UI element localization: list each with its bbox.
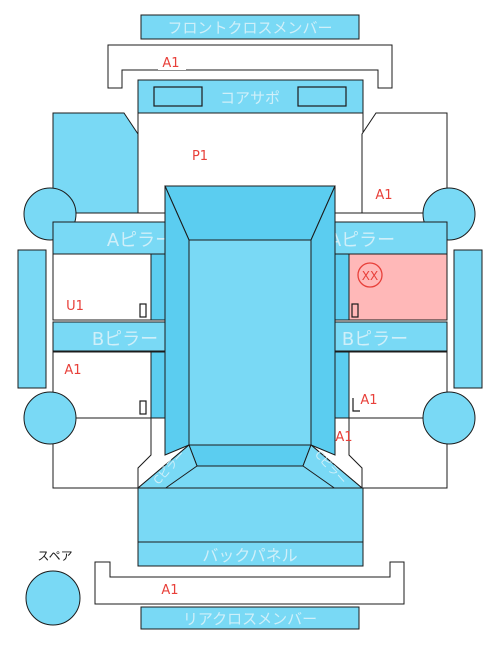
right-b-pillar-label: Bピラー [342, 329, 408, 350]
back-panel[interactable] [137, 541, 364, 567]
left-front-door-handle [139, 303, 147, 318]
right-front-door-handle [351, 303, 359, 318]
trunk-floor[interactable] [137, 487, 364, 543]
left-side-sill[interactable] [17, 249, 47, 389]
rear-member-bracket[interactable] [94, 561, 405, 605]
core-support-left-slot [153, 86, 203, 107]
rear-cross-member-panel[interactable] [140, 606, 360, 630]
left-rear-wheel[interactable] [23, 391, 77, 445]
right-rear-door-code: A1 [360, 393, 377, 408]
spare-tire[interactable] [25, 570, 81, 626]
windshield[interactable] [164, 185, 336, 241]
damage-marker-circle[interactable] [357, 262, 383, 288]
back-panel-label: バックパネル [202, 546, 297, 565]
right-rear-door-handle [352, 398, 360, 412]
front-member-code-bg [158, 54, 186, 70]
left-rear-door-handle [139, 400, 147, 415]
hood-code: P1 [192, 149, 208, 164]
left-front-door-code: U1 [66, 299, 84, 314]
rear-member-code: A1 [161, 583, 178, 598]
core-support-label: コアサポ [220, 89, 280, 107]
damage-marker-text: XX [362, 269, 378, 283]
right-a-pillar-label: Aピラー [329, 230, 395, 251]
spare-label: スペア [37, 549, 72, 563]
left-front-door[interactable] [52, 253, 152, 321]
right-front-fender-code: A1 [375, 188, 392, 203]
front-cross-member-panel[interactable] [140, 14, 360, 40]
left-a-pillar-label: Aピラー [107, 230, 173, 251]
right-side-sill[interactable] [453, 249, 483, 389]
left-rear-door-code: A1 [64, 363, 81, 378]
front-cross-member-label: フロントクロスメンバー [167, 19, 332, 37]
left-quarter-panel[interactable] [52, 417, 152, 489]
core-support-right-slot [297, 86, 347, 107]
right-front-door[interactable] [348, 253, 448, 321]
front-member-code: A1 [162, 56, 179, 71]
roof-panel[interactable] [188, 239, 312, 446]
right-quarter-code: A1 [335, 430, 352, 445]
rear-member-code-bg [156, 581, 184, 597]
rear-window[interactable] [188, 444, 312, 467]
rear-cross-member-label: リアクロスメンバー [183, 610, 317, 628]
core-support-panel[interactable] [137, 79, 364, 114]
left-b-pillar-label: Bピラー [92, 329, 158, 350]
right-front-fender[interactable] [361, 112, 448, 214]
right-rear-wheel[interactable] [422, 391, 476, 445]
